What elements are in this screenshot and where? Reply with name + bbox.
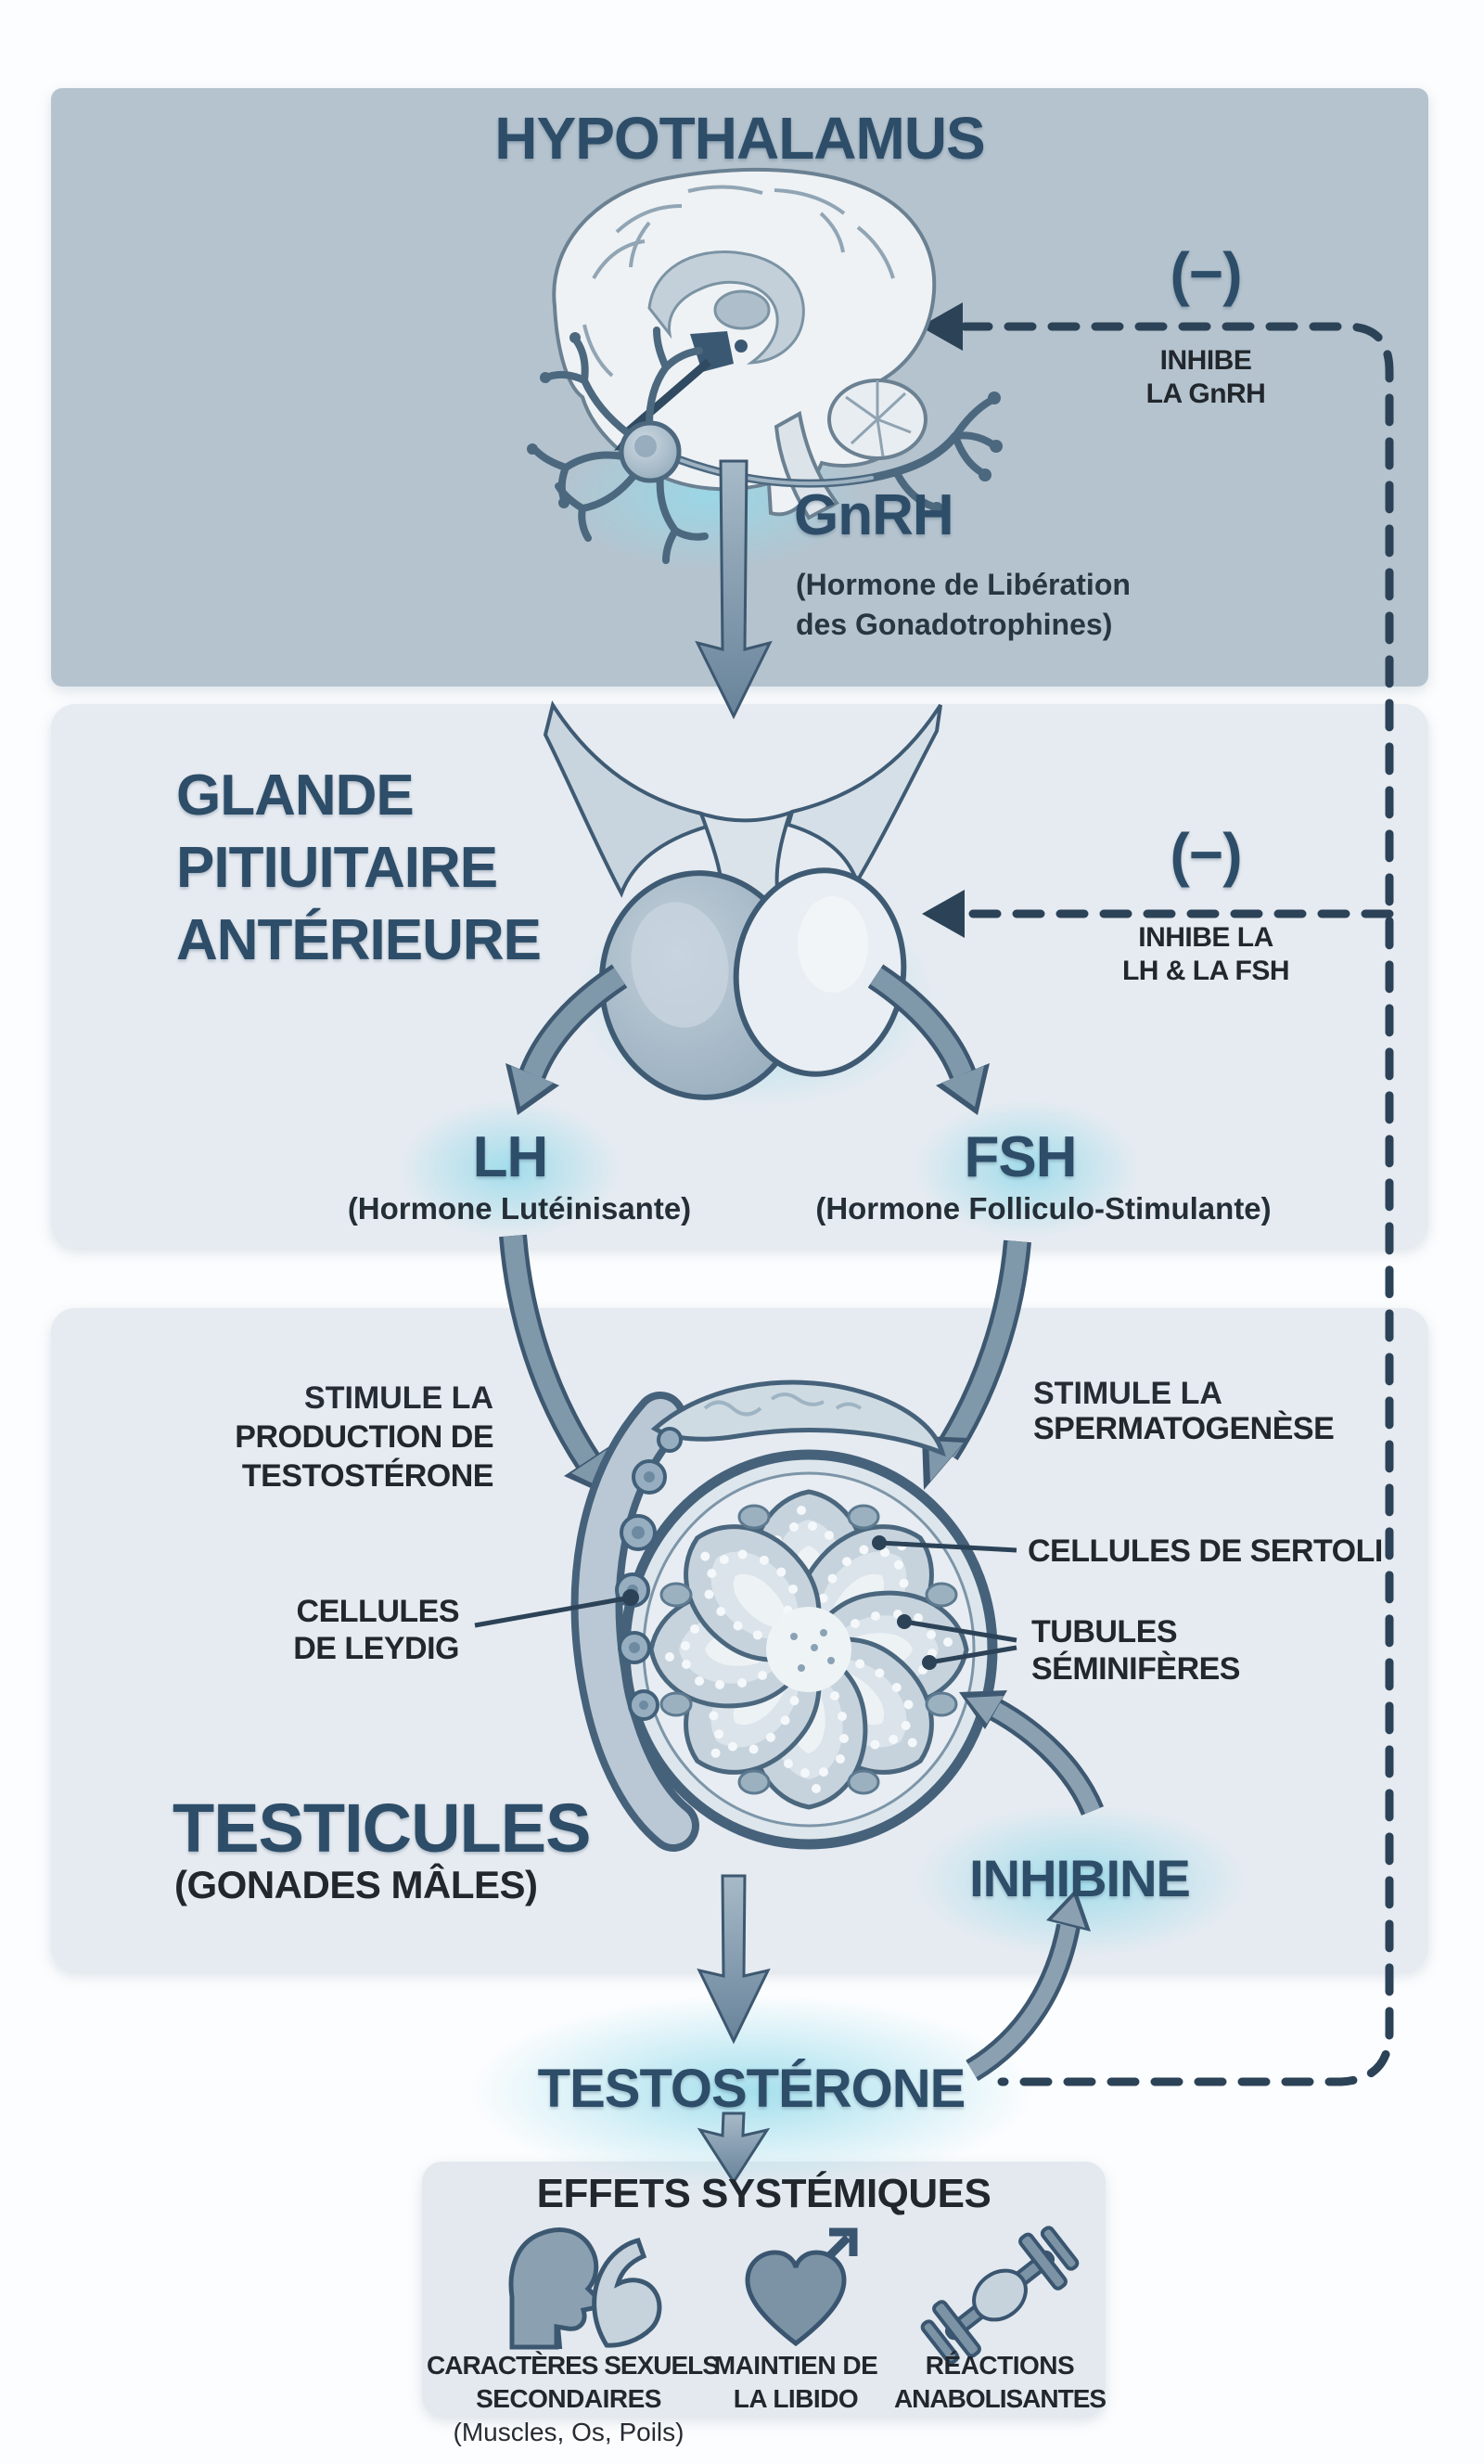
pituitary-glow bbox=[575, 886, 937, 1109]
effect-label-1-line2: SECONDAIRES bbox=[476, 2384, 661, 2413]
feedback-lhfsh-label-line2: LH & LA FSH bbox=[1121, 956, 1290, 986]
stimulate-testosterone-line1: STIMULE LA bbox=[304, 1380, 493, 1416]
testes-subtitle: (GONADES MÂLES) bbox=[174, 1863, 538, 1906]
gnrh-sub-line2: des Gonadotrophines) bbox=[796, 608, 1113, 641]
stimulate-spermatogenesis-line1: STIMULE LA bbox=[1033, 1376, 1222, 1411]
effect-label-1-line1: CARACTÈRES SEXUELS bbox=[427, 2351, 720, 2380]
pituitary-title-line3: ANTÉRIEURE bbox=[176, 908, 542, 972]
stimulate-spermatogenesis-line2: SPERMATOGENÈSE bbox=[1033, 1411, 1335, 1446]
effect-label-3-line2: ANABOLISANTES bbox=[893, 2384, 1107, 2413]
hypothalamus-title: HYPOTHALAMUS bbox=[494, 105, 985, 172]
fsh-label: FSH bbox=[964, 1125, 1078, 1189]
effect-label-2-line2: LA LIBIDO bbox=[733, 2384, 859, 2413]
feedback-gnrh-sign: (−) bbox=[1170, 240, 1243, 307]
feedback-lhfsh-label-line1: INHIBE LA bbox=[1138, 922, 1273, 953]
lh-glow bbox=[399, 1099, 621, 1238]
pituitary-title-line2: PITIUITAIRE bbox=[176, 836, 498, 900]
stimulate-testosterone-line2: PRODUCTION DE bbox=[235, 1419, 493, 1455]
leydig-cells-label-line1: CELLULES bbox=[296, 1594, 460, 1629]
seminiferous-tubules-label-line1: TUBULES bbox=[1031, 1614, 1178, 1649]
sertoli-cells-label: CELLULES DE SERTOLI bbox=[1028, 1534, 1383, 1569]
gnrh-label: GnRH bbox=[794, 483, 954, 547]
stimulate-testosterone-line3: TESTOSTÉRONE bbox=[241, 1458, 494, 1494]
lh-label: LH bbox=[472, 1125, 549, 1189]
feedback-lhfsh-sign: (−) bbox=[1170, 821, 1243, 888]
inhibine-label: INHIBINE bbox=[969, 1849, 1191, 1907]
testosterone-label: TESTOSTÉRONE bbox=[537, 2059, 966, 2119]
feedback-gnrh-label-line2: LA GnRH bbox=[1145, 379, 1266, 409]
leydig-cells-label-line2: DE LEYDIG bbox=[293, 1631, 459, 1666]
pituitary-title-line1: GLANDE bbox=[176, 764, 415, 828]
systemic-effects-title: EFFETS SYSTÉMIQUES bbox=[536, 2171, 991, 2216]
effect-label-3-line1: RÉACTIONS bbox=[925, 2351, 1075, 2380]
effect-label-2-line1: MAINTIEN DE bbox=[713, 2351, 878, 2380]
feedback-gnrh-label-line1: INHIBE bbox=[1159, 345, 1252, 376]
lh-sub-label: (Hormone Lutéinisante) bbox=[347, 1191, 692, 1226]
seminiferous-tubules-label-line2: SÉMINIFÈRES bbox=[1031, 1651, 1240, 1687]
fsh-sub-label: (Hormone Folliculo-Stimulante) bbox=[815, 1191, 1272, 1226]
gnrh-sub-line1: (Hormone de Libération bbox=[796, 568, 1131, 601]
effect-label-1-line3: (Muscles, Os, Poils) bbox=[453, 2418, 684, 2446]
testes-title: TESTICULES bbox=[173, 1790, 591, 1867]
